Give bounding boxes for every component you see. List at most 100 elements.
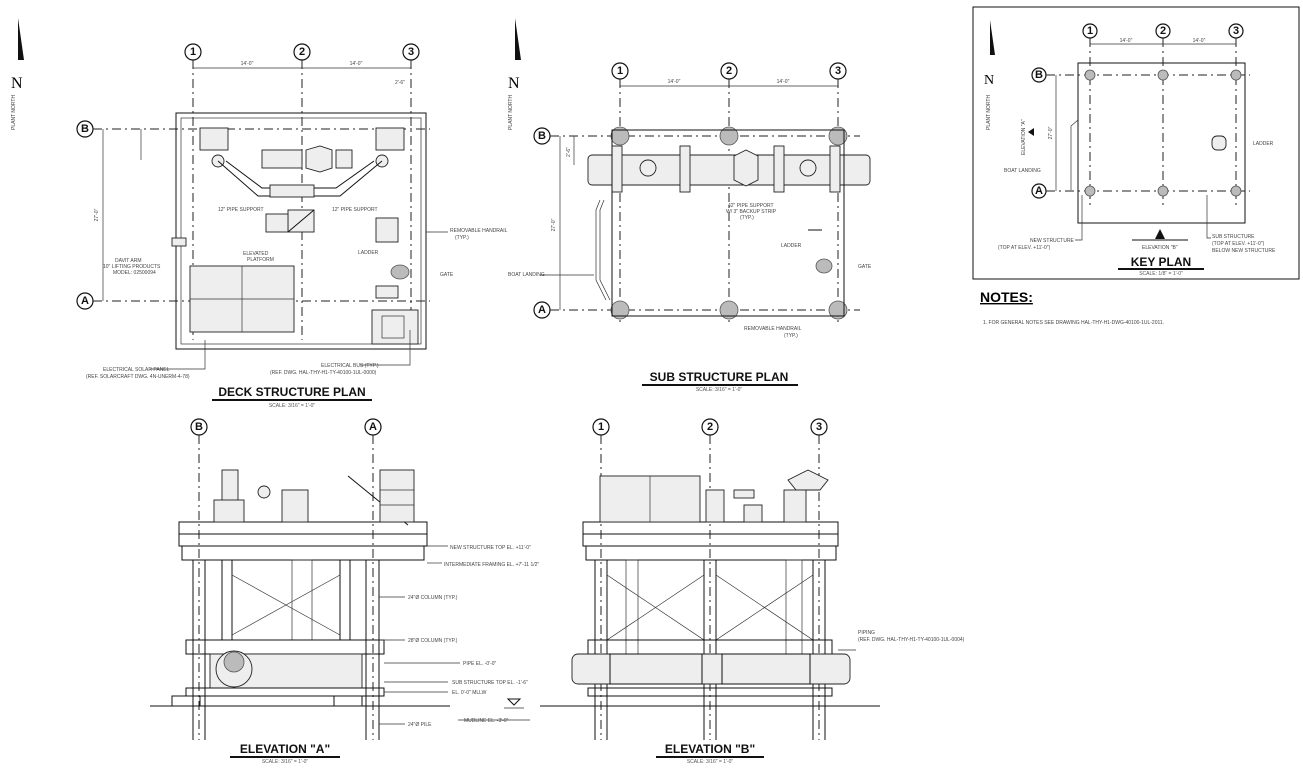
deck-plan-title: DECK STRUCTURE PLAN xyxy=(218,385,365,399)
deck-grid-A: A xyxy=(81,295,89,307)
sub-plan-title: SUB STRUCTURE PLAN xyxy=(650,370,789,384)
svg-text:3: 3 xyxy=(1233,25,1239,37)
svg-text:SUB STRUCTURE: SUB STRUCTURE xyxy=(1212,234,1255,240)
svg-text:BOAT LANDING: BOAT LANDING xyxy=(1004,168,1041,174)
svg-text:B: B xyxy=(1035,69,1043,81)
svg-text:ELECTRICAL SOLAR PANEL: ELECTRICAL SOLAR PANEL xyxy=(103,367,170,373)
notes-title: NOTES: xyxy=(980,289,1033,305)
deck-grid-1: 1 xyxy=(190,46,196,58)
svg-text:ELECTRICAL BUS (TYP.): ELECTRICAL BUS (TYP.) xyxy=(321,363,379,369)
svg-text:2: 2 xyxy=(707,421,713,433)
svg-text:SCALE: 3/16" = 1'-0": SCALE: 3/16" = 1'-0" xyxy=(696,387,743,393)
svg-text:NEW STRUCTURE: NEW STRUCTURE xyxy=(1030,238,1075,244)
svg-text:SUB STRUCTURE TOP EL. -1'-6": SUB STRUCTURE TOP EL. -1'-6" xyxy=(452,680,528,686)
svg-text:B: B xyxy=(195,421,203,433)
svg-text:PIPE EL. -0'-0": PIPE EL. -0'-0" xyxy=(463,661,497,667)
svg-text:EL. 0'-0" MLLW: EL. 0'-0" MLLW xyxy=(452,690,487,696)
svg-text:A: A xyxy=(369,421,377,433)
svg-text:A: A xyxy=(538,304,546,316)
north-arrow-sub: N PLANT NORTH xyxy=(508,18,521,130)
svg-text:(REF. DWG. HAL-THY-H1-TY-40100: (REF. DWG. HAL-THY-H1-TY-40100-1UL-0000) xyxy=(270,370,377,376)
svg-text:PLATFORM: PLATFORM xyxy=(247,257,274,263)
svg-text:14'-0": 14'-0" xyxy=(1120,38,1133,44)
svg-text:42" PIPE SUPPORT: 42" PIPE SUPPORT xyxy=(728,203,774,209)
svg-text:14'-0": 14'-0" xyxy=(777,79,790,85)
svg-text:BELOW NEW STRUCTURE: BELOW NEW STRUCTURE xyxy=(1212,248,1276,254)
svg-text:LADDER: LADDER xyxy=(358,250,379,256)
svg-text:ELEVATED: ELEVATED xyxy=(243,251,269,257)
key-plan-title: KEY PLAN xyxy=(1131,255,1191,269)
svg-text:2'-6": 2'-6" xyxy=(566,147,572,157)
svg-text:(TOP AT ELEV. +11'-0"): (TOP AT ELEV. +11'-0") xyxy=(1212,241,1265,247)
svg-text:DAVIT ARM: DAVIT ARM xyxy=(115,258,142,264)
svg-text:GATE: GATE xyxy=(858,264,872,270)
deck-structure-plan: 1 2 3 B A 14'-0" 14'-0" 2'-6" 27'-0" xyxy=(76,43,508,409)
elevation-a: B A xyxy=(150,418,539,765)
svg-text:3: 3 xyxy=(816,421,822,433)
elevation-b-title: ELEVATION "B" xyxy=(665,742,755,756)
svg-text:LADDER: LADDER xyxy=(781,243,802,249)
svg-text:14'-0": 14'-0" xyxy=(350,61,363,67)
deck-grid-B: B xyxy=(81,123,89,135)
svg-text:1: 1 xyxy=(598,421,604,433)
svg-text:12" PIPE SUPPORT: 12" PIPE SUPPORT xyxy=(218,207,264,213)
svg-text:(TYP.): (TYP.) xyxy=(784,333,798,339)
svg-text:INTERMEDIATE FRAMING EL. +7'-1: INTERMEDIATE FRAMING EL. +7'-11 1/2" xyxy=(444,562,539,568)
svg-text:LADDER: LADDER xyxy=(1253,141,1274,147)
svg-text:NEW STRUCTURE TOP EL. +11'-0": NEW STRUCTURE TOP EL. +11'-0" xyxy=(450,545,531,551)
svg-text:N: N xyxy=(984,73,994,88)
svg-text:MODEL: 02500094: MODEL: 02500094 xyxy=(113,270,156,276)
north-arrow-deck: N PLANT NORTH xyxy=(11,18,24,130)
svg-text:N: N xyxy=(508,75,520,92)
svg-text:12" PIPE SUPPORT: 12" PIPE SUPPORT xyxy=(332,207,378,213)
svg-text:27'-0": 27'-0" xyxy=(1048,126,1054,139)
svg-text:SCALE: 3/16" = 1'-0": SCALE: 3/16" = 1'-0" xyxy=(262,759,309,765)
elevation-a-title: ELEVATION "A" xyxy=(240,742,330,756)
svg-text:(TYP.): (TYP.) xyxy=(455,235,469,241)
svg-text:B: B xyxy=(538,130,546,142)
svg-text:(TOP AT ELEV. +11'-0"): (TOP AT ELEV. +11'-0") xyxy=(998,245,1051,251)
svg-text:PIPING: PIPING xyxy=(858,630,875,636)
svg-text:2: 2 xyxy=(1160,25,1166,37)
deck-grid-3: 3 xyxy=(408,46,414,58)
svg-text:ELEVATION "B": ELEVATION "B" xyxy=(1142,245,1178,251)
svg-text:PLANT NORTH: PLANT NORTH xyxy=(986,95,992,130)
elevation-b: 1 2 3 xyxy=(540,418,965,765)
svg-text:(REF. SOLARCRAFT DWG. 4N-UNERM: (REF. SOLARCRAFT DWG. 4N-UNERM-4-78) xyxy=(86,374,190,380)
svg-text:24"Ø PILE: 24"Ø PILE xyxy=(408,722,432,728)
svg-text:N: N xyxy=(11,75,23,92)
svg-text:BOAT LANDING: BOAT LANDING xyxy=(508,272,545,278)
notes: NOTES: 1. FOR GENERAL NOTES SEE DRAWING … xyxy=(980,289,1164,326)
svg-text:27'-0": 27'-0" xyxy=(551,218,557,231)
key-plan: N PLANT NORTH 1 2 3 B A 14'-0" 14'-0" 27… xyxy=(972,6,1300,280)
svg-text:1: 1 xyxy=(617,65,623,77)
svg-text:28"Ø COLUMN (TYP.): 28"Ø COLUMN (TYP.) xyxy=(408,638,458,644)
svg-text:W/ 3" BACKUP STRIP: W/ 3" BACKUP STRIP xyxy=(726,209,777,215)
svg-text:14'-0": 14'-0" xyxy=(668,79,681,85)
svg-text:27'-0": 27'-0" xyxy=(94,208,100,221)
svg-text:1: 1 xyxy=(1087,25,1093,37)
svg-text:MUDLINE EL. -3'-0": MUDLINE EL. -3'-0" xyxy=(464,718,509,724)
svg-text:10" LIFTING PRODUCTS: 10" LIFTING PRODUCTS xyxy=(103,264,161,270)
svg-text:ELEVATION "A": ELEVATION "A" xyxy=(1021,119,1027,155)
deck-grid-2: 2 xyxy=(299,46,305,58)
svg-text:2'-6": 2'-6" xyxy=(395,80,405,86)
svg-text:SCALE: 3/16" = 1'-0": SCALE: 3/16" = 1'-0" xyxy=(687,759,734,765)
svg-text:24"Ø COLUMN (TYP.): 24"Ø COLUMN (TYP.) xyxy=(408,595,458,601)
svg-text:14'-0": 14'-0" xyxy=(1193,38,1206,44)
svg-text:REMOVABLE HANDRAIL: REMOVABLE HANDRAIL xyxy=(450,228,508,234)
svg-text:GATE: GATE xyxy=(440,272,454,278)
svg-text:(REF. DWG. HAL-THY-H1-TY-40100: (REF. DWG. HAL-THY-H1-TY-40100-1UL-0004) xyxy=(858,637,965,643)
svg-text:PLANT NORTH: PLANT NORTH xyxy=(11,95,17,130)
svg-text:PLANT NORTH: PLANT NORTH xyxy=(508,95,514,130)
svg-text:(TYP.): (TYP.) xyxy=(740,215,754,221)
svg-text:SCALE: 1/8" = 1'-0": SCALE: 1/8" = 1'-0" xyxy=(1139,271,1183,277)
svg-text:2: 2 xyxy=(726,65,732,77)
svg-text:3: 3 xyxy=(835,65,841,77)
svg-text:14'-0": 14'-0" xyxy=(241,61,254,67)
svg-text:REMOVABLE HANDRAIL: REMOVABLE HANDRAIL xyxy=(744,326,802,332)
svg-text:A: A xyxy=(1035,185,1043,197)
note-1: 1. FOR GENERAL NOTES SEE DRAWING HAL-THY… xyxy=(983,320,1164,326)
svg-text:SCALE: 3/16" = 1'-0": SCALE: 3/16" = 1'-0" xyxy=(269,403,316,409)
